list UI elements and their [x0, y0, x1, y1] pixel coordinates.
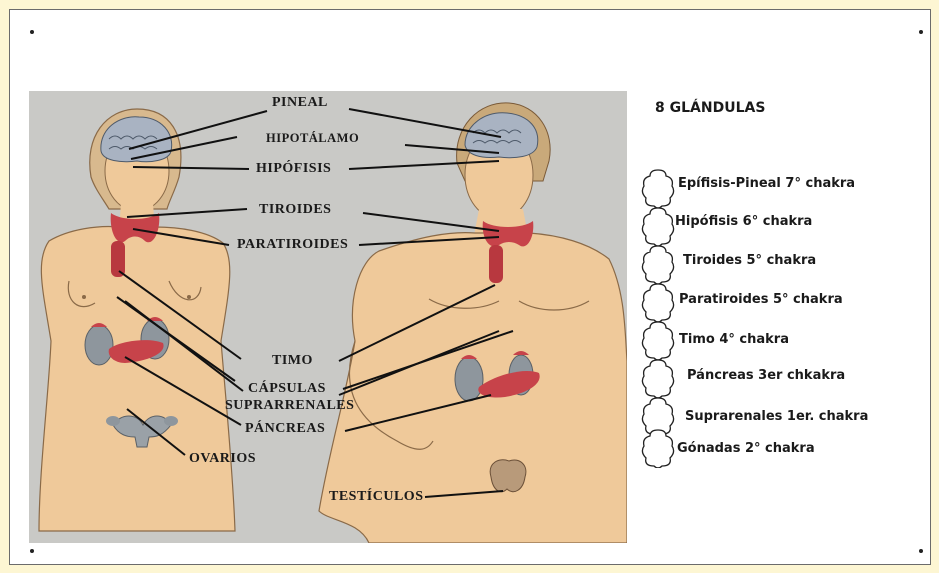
- gland-item-timo: Timo 4° chakra: [679, 332, 789, 347]
- gland-item-pineal: Epífisis-Pineal 7° chakra: [678, 176, 855, 191]
- gland-item-suprarenales: Suprarenales 1er. chakra: [685, 409, 868, 424]
- label-hipotalamo: HIPOTÁLAMO: [266, 131, 359, 146]
- anatomy-drawing: [29, 91, 627, 543]
- label-capsulas: CÁPSULAS: [248, 381, 326, 397]
- label-pancreas: PÁNCREAS: [245, 421, 325, 437]
- gland-item-gonadas: Gónadas 2° chakra: [677, 441, 815, 456]
- label-tiroides: TIROIDES: [259, 202, 331, 218]
- gland-item-tiroides: Tiroides 5° chakra: [683, 253, 816, 268]
- label-hipofisis: HIPÓFISIS: [256, 161, 331, 177]
- gland-item-paratiroides: Paratiroides 5° chakra: [679, 292, 843, 307]
- corner-dot: [919, 30, 923, 34]
- glands-list-title: 8 GLÁNDULAS: [655, 100, 765, 116]
- label-testiculos: TESTÍCULOS: [329, 489, 423, 505]
- label-ovarios: OVARIOS: [189, 451, 256, 467]
- label-pineal: PINEAL: [272, 95, 328, 111]
- chakra-chain-icon: [640, 168, 676, 468]
- corner-dot: [919, 549, 923, 553]
- label-suprarrenales: SUPRARRENALES: [225, 398, 354, 414]
- gland-item-hipofisis: Hipófisis 6° chakra: [675, 214, 812, 229]
- corner-dot: [30, 30, 34, 34]
- corner-dot: [30, 549, 34, 553]
- female-figure: [39, 109, 235, 531]
- anatomy-illustration: PINEAL HIPOTÁLAMO HIPÓFISIS TIROIDES PAR…: [29, 91, 627, 543]
- label-paratiroides: PARATIROIDES: [237, 237, 348, 253]
- label-timo: TIMO: [272, 353, 313, 369]
- gland-item-pancreas: Páncreas 3er chkakra: [687, 368, 845, 383]
